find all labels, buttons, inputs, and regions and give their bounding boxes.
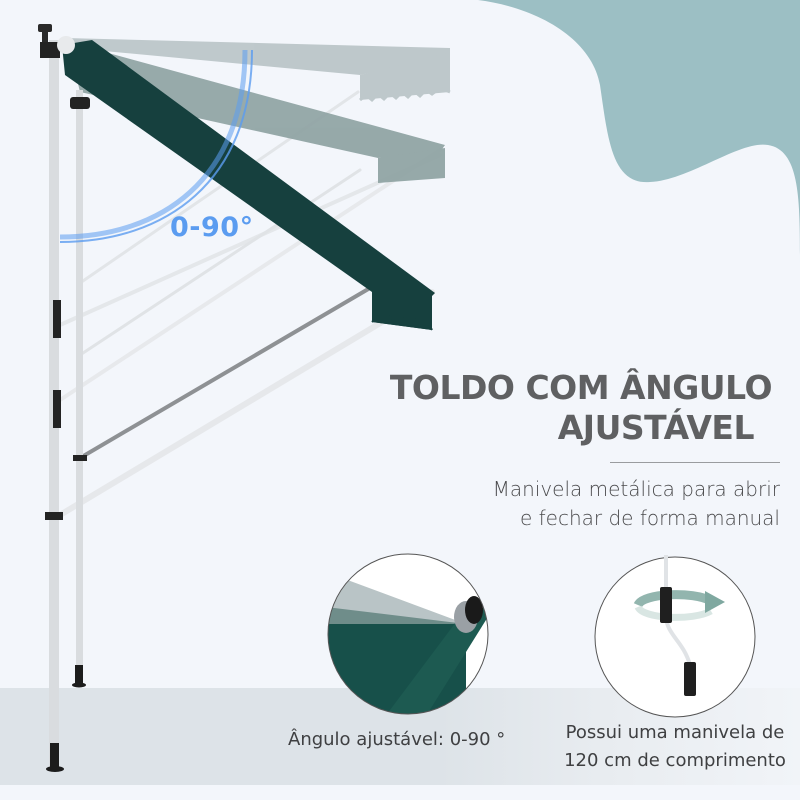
crank-caption-line-2: 120 cm de comprimento (564, 750, 786, 771)
awning-position-mid (68, 42, 445, 183)
awning-position-horizontal (65, 38, 451, 103)
description-line-1: Manivela metálica para abrir (492, 477, 780, 501)
crank-detail-caption: Possui uma manivela de 120 cm de comprim… (560, 719, 790, 775)
angle-detail-image (327, 553, 489, 715)
title-divider (610, 462, 780, 463)
description-line-2: e fechar de forma manual (519, 506, 780, 530)
crank-caption-line-1: Possui uma manivela de (565, 722, 785, 743)
awning-position-lowered (62, 40, 435, 331)
angle-arc (59, 49, 253, 243)
angle-range-label: 0-90° (170, 212, 254, 243)
title-line-2: AJUSTÁVEL (557, 408, 755, 447)
crank-detail-image (594, 555, 756, 718)
feature-description: Manivela metálica para abrir e fechar de… (493, 475, 780, 533)
title-line-1: TOLDO COM ÂNGULO (389, 368, 773, 407)
page-title: TOLDO COM ÂNGULO AJUSTÁVEL (389, 368, 773, 448)
angle-detail-caption: Ângulo ajustável: 0-90 ° (288, 729, 506, 750)
poles (38, 24, 90, 772)
